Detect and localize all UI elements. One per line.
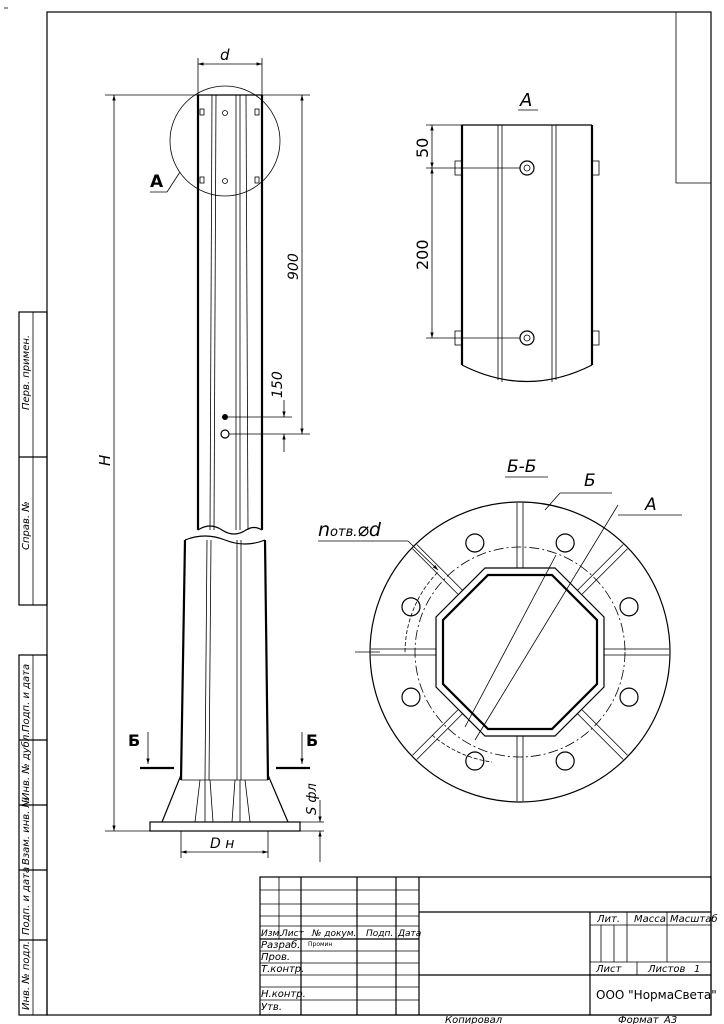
section-b-label: Б [584, 471, 596, 491]
flange-rib [516, 503, 524, 568]
section-marks-b: Б Б [128, 731, 318, 770]
tb-prov: Пров. [261, 952, 290, 963]
bolt-hole [619, 597, 639, 617]
flange-rib [576, 708, 628, 760]
bolt-hole [465, 751, 485, 771]
side-stamp: Перв. примен. Справ. № Подп. и дата Инв.… [18, 311, 48, 1016]
section-a-label: А [644, 495, 657, 515]
title-block: Изм. Лист № докум. Подп. Дата Разраб. Пр… [259, 876, 718, 1016]
section-mark-b-right: Б [306, 731, 318, 750]
tb-razrab: Разраб. [261, 939, 300, 951]
dim-150: 150 [228, 371, 292, 452]
dim-dn: D н [180, 831, 269, 858]
tb-podp: Подп. [366, 929, 393, 939]
bolt-hole [465, 533, 485, 553]
dim-900-label: 900 [286, 253, 302, 280]
dim-50-label: 50 [413, 138, 432, 158]
side-label-inv-dubl: Инв. № дубл. [20, 732, 32, 800]
flange-rib [412, 544, 464, 596]
tb-list-label: Лист [595, 964, 623, 975]
side-label-podp-data-1: Подп. и дата [21, 664, 32, 732]
callout-a-label: А [150, 172, 164, 192]
tb-tkontr: Т.контр. [261, 964, 304, 975]
flange-rib [576, 544, 628, 596]
dim-s-fl-label: S фл [305, 783, 320, 815]
tb-listov-value: 1 [694, 964, 700, 975]
dim-dn-label: D н [210, 836, 234, 852]
holes-otv: отв. [330, 525, 357, 540]
tb-utv: Утв. [261, 1002, 282, 1013]
bolt-hole [619, 687, 639, 707]
bolt-hole [555, 751, 575, 771]
bolt-hole [401, 687, 421, 707]
side-label-perv-primen: Перв. примен. [21, 335, 32, 410]
section-bb-title: Б-Б [507, 457, 536, 477]
dim-150-label: 150 [270, 371, 286, 398]
flange-rib [516, 736, 524, 801]
tb-masshtab: Масштаб [670, 913, 718, 925]
bolt-hole [555, 533, 575, 553]
tb-massa: Масса [634, 914, 666, 925]
detail-callout-a: А [150, 85, 281, 197]
tb-nkontr: Н.контр. [261, 989, 306, 1000]
holes-n: n [318, 519, 330, 541]
dim-d: d [197, 46, 263, 95]
dim-h: H [96, 94, 198, 832]
dim-h-label: H [96, 455, 114, 466]
flange-rib [412, 708, 464, 760]
footer-format-label: Формат [618, 1015, 660, 1024]
side-label-inv-podl: Инв. № подл. [21, 941, 32, 1010]
tb-list: Лист [280, 929, 305, 939]
tb-razrab-name: Промин [308, 941, 332, 948]
detail-a-view: А 50 200 [413, 90, 600, 383]
side-label-vzam-inv: Взам. инв. № [21, 797, 32, 865]
tb-n-dokum: № докум. [311, 929, 356, 939]
dim-200-label: 200 [413, 239, 432, 270]
section-mark-b-left: Б [128, 731, 140, 750]
pole-view [149, 94, 301, 832]
flange-rib [371, 648, 436, 656]
sheet-footer: Копировал Формат А3 [445, 1015, 677, 1024]
tb-izm: Изм. [261, 929, 282, 939]
detail-a-title: А [519, 90, 532, 111]
side-label-sprav-no: Справ. № [21, 501, 32, 550]
dim-d-label: d [220, 46, 230, 64]
section-bb-view: Б-Б Б А nотв.⌀d [318, 457, 682, 803]
dim-900: 900 [229, 94, 310, 435]
tb-data: Дата [397, 929, 421, 939]
footer-kopiroval: Копировал [445, 1015, 503, 1024]
holes-label: nотв.⌀d [318, 519, 382, 541]
side-label-podp-data-2: Подп. и дата [21, 867, 32, 935]
tb-lit: Лит. [596, 914, 620, 925]
sheet-frame [4, 7, 712, 1016]
footer-format-value: А3 [663, 1015, 677, 1024]
dim-s-fl: S фл [300, 783, 324, 862]
flange-rib [604, 648, 669, 656]
holes-d: ⌀d [357, 519, 381, 541]
tb-company: ООО "НормаСвета" [596, 988, 717, 1002]
tb-listov-label: Листов [647, 964, 685, 975]
bolt-hole [401, 597, 421, 617]
